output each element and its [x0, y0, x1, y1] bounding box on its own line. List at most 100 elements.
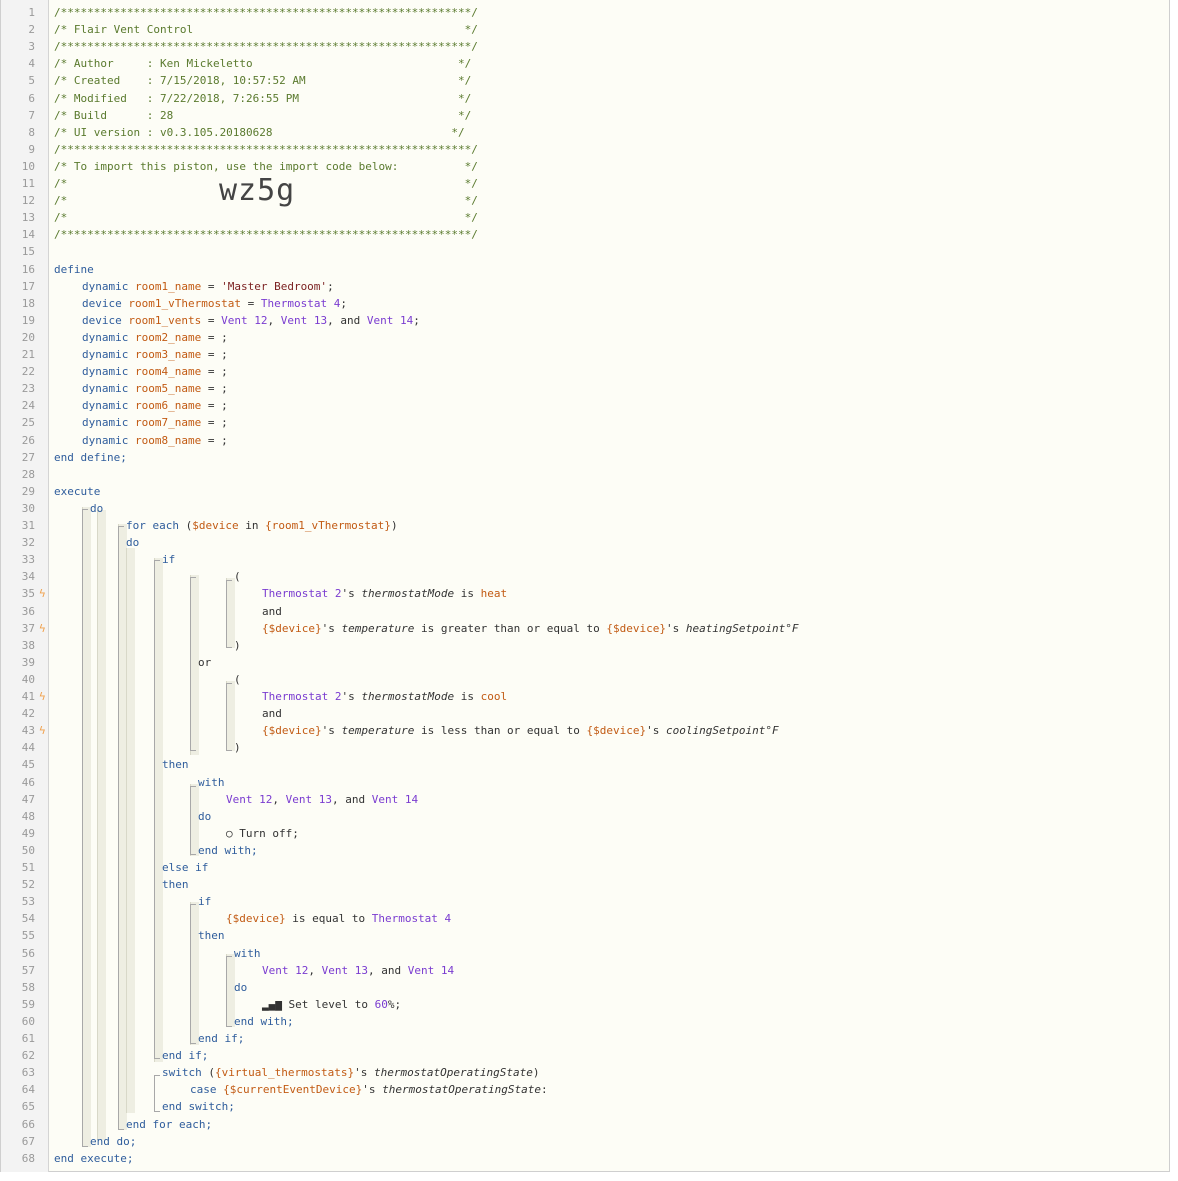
- line-number: 45: [21, 758, 35, 772]
- text: [128, 382, 135, 395]
- code-text: /* Author : Ken Mickeletto */: [54, 55, 471, 72]
- line-number: 48: [21, 809, 35, 823]
- code-text: do: [198, 808, 211, 825]
- keyword: if: [198, 895, 212, 909]
- code-text: /* */: [54, 192, 478, 209]
- line-number: 59: [21, 997, 35, 1011]
- text: or: [198, 655, 212, 669]
- line-number: 63: [21, 1066, 35, 1080]
- line-number: 33: [21, 553, 35, 567]
- code-text: end with;: [198, 842, 258, 859]
- text: ;: [327, 279, 334, 293]
- code-text: dynamic room1_name = 'Master Bedroom';: [82, 278, 334, 295]
- keyword: end execute;: [54, 1151, 134, 1165]
- keyword: then: [198, 929, 225, 943]
- keyword: do: [198, 809, 212, 823]
- line-number: 64: [21, 1083, 35, 1097]
- text: ;: [340, 296, 347, 310]
- code-line: 7/* Build : 28 */: [1, 107, 1171, 124]
- line-number: 11: [21, 177, 35, 190]
- line-number: 44: [21, 741, 35, 755]
- keyword: end switch;: [162, 1100, 235, 1114]
- keyword: end if;: [198, 1032, 245, 1045]
- code-line: 9 /**************************************…: [1, 141, 1171, 158]
- text: =: [201, 279, 222, 293]
- variable: cool: [480, 690, 508, 703]
- text: [128, 280, 135, 293]
- code-line: 61 end if;: [1, 1030, 1171, 1047]
- line-number: 50: [21, 843, 35, 857]
- line-number: 56: [21, 946, 35, 960]
- code-text: {$device}'s temperature is greater than …: [262, 620, 798, 637]
- line-number: 37: [21, 621, 35, 635]
- line-number: 18: [21, 296, 35, 310]
- comment: /***************************************…: [54, 142, 478, 156]
- text: in: [238, 519, 266, 532]
- line-number: 9: [28, 142, 35, 156]
- code-text: and: [262, 705, 282, 722]
- keyword: case: [190, 1083, 217, 1097]
- block-bracket: [226, 683, 232, 751]
- keyword: dynamic: [82, 433, 129, 447]
- keyword: device: [82, 296, 122, 310]
- attribute: temperature: [341, 724, 415, 738]
- code-line: 49○ Turn off;: [1, 825, 1171, 842]
- text: 's: [354, 1066, 374, 1080]
- attribute: heatingSetpoint°F: [685, 621, 799, 635]
- line-number: 52: [21, 878, 35, 892]
- keyword: end with;: [234, 1014, 294, 1028]
- block-bracket: [154, 560, 160, 1059]
- line-number: 47: [21, 792, 35, 806]
- text: = ;: [201, 433, 228, 447]
- code-text: or: [198, 654, 211, 671]
- variable: {room1_vThermostat}: [265, 519, 391, 532]
- text: and: [262, 604, 282, 618]
- line-number: 65: [21, 1100, 35, 1114]
- keyword: do: [234, 980, 248, 994]
- code-line: 38): [1, 637, 1171, 654]
- text: , and: [331, 792, 372, 806]
- line-number: 12: [21, 194, 35, 208]
- keyword: dynamic: [82, 330, 129, 344]
- text: ): [234, 638, 241, 652]
- code-text: Thermostat 2's thermostatMode is heat: [262, 585, 507, 602]
- block-bracket: [190, 786, 196, 855]
- code-text: case {$currentEventDevice}'s thermostatO…: [190, 1081, 548, 1098]
- code-text: dynamic room6_name = ;: [82, 397, 228, 414]
- text: 's: [646, 724, 667, 738]
- line-number: 27: [21, 450, 35, 464]
- text: , and: [327, 313, 367, 327]
- variable: {virtual_thermostats}: [215, 1066, 355, 1080]
- text: ): [234, 741, 241, 755]
- device: Vent 12: [262, 963, 309, 977]
- line-number: 51: [21, 861, 35, 874]
- line-number-gutter: [1, 0, 49, 1172]
- text: = ;: [201, 416, 228, 430]
- code-text: /***************************************…: [54, 4, 478, 21]
- code-text: end switch;: [162, 1098, 235, 1115]
- text: [128, 348, 135, 361]
- code-line: 3/**************************************…: [1, 38, 1171, 55]
- line-number: 42: [21, 707, 35, 721]
- code-text: (: [234, 568, 241, 585]
- device: Vent 12: [221, 313, 268, 327]
- attribute: thermostatMode: [361, 587, 455, 601]
- line-number: 54: [21, 912, 35, 926]
- keyword: define: [54, 262, 94, 276]
- line-number: 32: [21, 536, 35, 550]
- text: is: [454, 587, 481, 601]
- line-number: 55: [21, 929, 35, 943]
- code-text: /***************************************…: [54, 141, 478, 158]
- line-number: 61: [21, 1032, 35, 1045]
